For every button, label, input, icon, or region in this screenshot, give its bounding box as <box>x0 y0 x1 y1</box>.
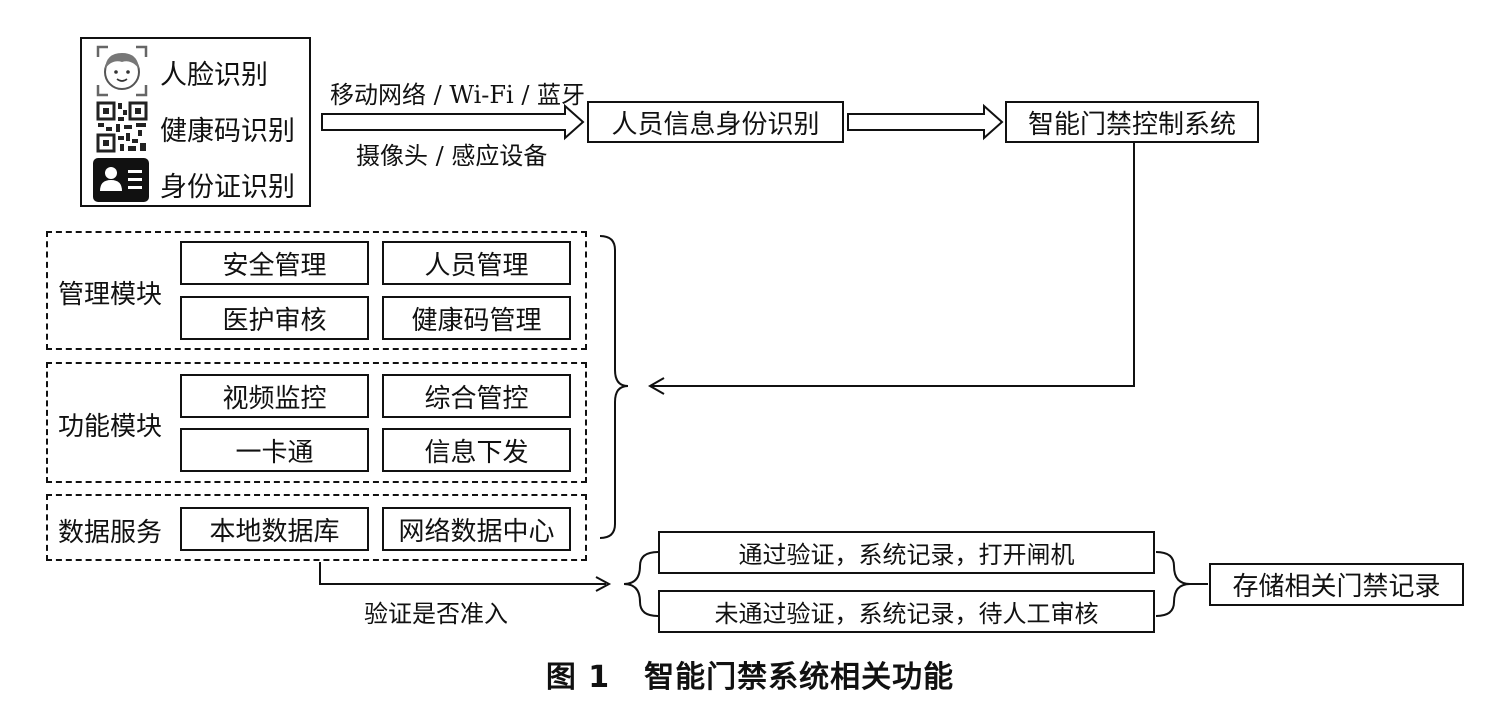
control-system-box: 智能门禁控制系统 <box>1005 101 1259 143</box>
medical-review-box: 医护审核 <box>180 296 369 340</box>
pass-verification-box: 通过验证，系统记录，打开闸机 <box>658 531 1155 574</box>
id-card-recognition-label: 身份证识别 <box>160 172 295 203</box>
management-module-label: 管理模块 <box>58 280 163 310</box>
management-module-group <box>46 231 587 350</box>
store-records-box: 存储相关门禁记录 <box>1209 563 1464 606</box>
health-code-management-box: 健康码管理 <box>382 296 571 340</box>
verify-line <box>319 562 606 585</box>
control-to-modules-line <box>652 142 1135 387</box>
identity-recognition-box: 人员信息身份识别 <box>587 101 844 143</box>
modules-bracket <box>599 235 629 539</box>
face-icon <box>96 45 148 97</box>
channel-bottom-label: 摄像头 / 感应设备 <box>356 142 548 170</box>
security-management-box: 安全管理 <box>180 241 369 285</box>
figure-number: 图 1 <box>545 660 611 695</box>
face-recognition-label: 人脸识别 <box>160 60 268 91</box>
data-service-group <box>46 494 587 561</box>
id-card-icon <box>92 157 150 203</box>
verify-left-brace <box>623 551 659 617</box>
function-module-label: 功能模块 <box>58 412 163 442</box>
data-service-label: 数据服务 <box>58 518 163 548</box>
control-to-modules-arrowhead <box>647 377 665 395</box>
channel-top-label: 移动网络 / Wi-Fi / 蓝牙 <box>330 81 586 109</box>
verify-right-brace <box>1155 551 1191 617</box>
integrated-control-box: 综合管控 <box>382 374 571 418</box>
personnel-management-box: 人员管理 <box>382 241 571 285</box>
figure-title: 智能门禁系统相关功能 <box>644 660 955 695</box>
one-card-box: 一卡通 <box>180 428 369 472</box>
qr-code-icon <box>96 101 148 153</box>
video-surveillance-box: 视频监控 <box>180 374 369 418</box>
figure-caption: 图 1 智能门禁系统相关功能 <box>0 652 1500 696</box>
fail-verification-box: 未通过验证，系统记录，待人工审核 <box>658 590 1155 633</box>
info-dispatch-box: 信息下发 <box>382 428 571 472</box>
local-database-box: 本地数据库 <box>180 507 369 551</box>
verify-arrowhead <box>595 576 612 592</box>
hollow-arrow-to-control <box>847 103 1004 141</box>
source-box: 人脸识别 健康码识别 <box>80 37 311 207</box>
hollow-arrow-to-identity <box>321 103 585 141</box>
health-code-recognition-label: 健康码识别 <box>160 116 295 147</box>
function-module-group <box>46 362 587 483</box>
network-data-center-box: 网络数据中心 <box>382 507 571 551</box>
verify-access-label: 验证是否准入 <box>364 600 508 628</box>
